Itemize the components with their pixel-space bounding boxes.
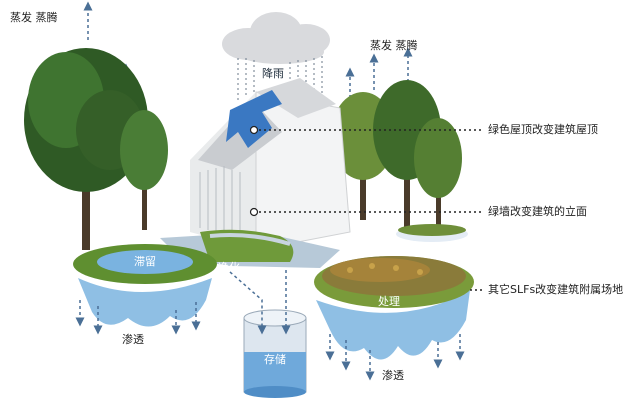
rain-label: 降雨 bbox=[262, 67, 284, 80]
planter-right bbox=[396, 224, 468, 242]
tree-left-small bbox=[120, 110, 168, 230]
callout-dots bbox=[249, 125, 259, 217]
infiltration-arrows-right bbox=[325, 334, 465, 381]
cloud-icon bbox=[222, 12, 330, 64]
other-slfs-label: 其它SLFs改变建筑附属场地 bbox=[488, 283, 624, 296]
retention-label: 滞留 bbox=[134, 255, 156, 268]
evaporation-label-right: 蒸发 蒸腾 bbox=[370, 39, 418, 52]
storage-label: 存储 bbox=[264, 353, 286, 366]
infiltration-label-right: 渗透 bbox=[382, 369, 404, 382]
flow-arrow-to-storage bbox=[229, 270, 291, 335]
purification-label: 净化 bbox=[218, 261, 240, 274]
roof-arrow-icon bbox=[226, 90, 282, 148]
retention-pond bbox=[73, 244, 217, 327]
green-wall-label: 绿墙改变建筑的立面 bbox=[488, 205, 587, 218]
evaporation-label-left: 蒸发 蒸腾 bbox=[10, 11, 58, 24]
callout-leaders bbox=[254, 129, 484, 291]
house bbox=[190, 78, 351, 251]
treatment-area bbox=[314, 256, 474, 360]
evaporation-arrow-right bbox=[345, 47, 413, 98]
treatment-label: 处理 bbox=[378, 295, 400, 308]
green-roof-label: 绿色屋顶改变建筑屋顶 bbox=[488, 123, 598, 136]
infiltration-arrows-left bbox=[75, 300, 201, 335]
infiltration-label-left: 渗透 bbox=[122, 333, 144, 346]
trees-right bbox=[331, 80, 462, 230]
storage-tank bbox=[243, 309, 307, 398]
